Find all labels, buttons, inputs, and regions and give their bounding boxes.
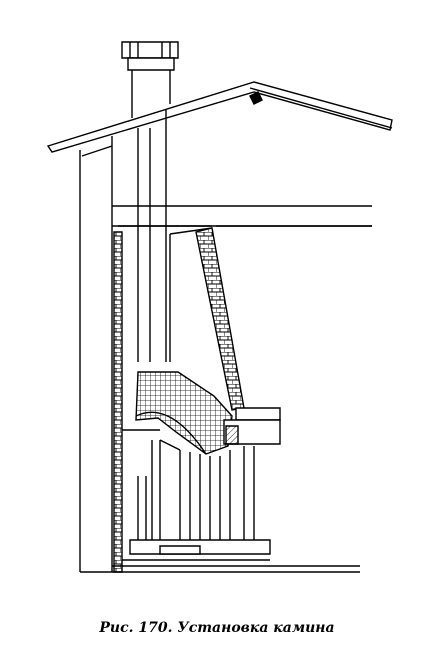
mantel-shelf — [224, 408, 280, 444]
smoke-chamber — [136, 372, 232, 454]
exterior-wall — [80, 136, 112, 572]
roof — [48, 82, 392, 152]
hearth-base — [122, 540, 270, 560]
ceiling-beam — [112, 206, 372, 226]
firebox — [122, 430, 254, 540]
hood-brickwork — [170, 228, 244, 410]
fireplace-installation-drawing — [0, 0, 434, 600]
back-brick-lining — [114, 232, 122, 572]
floor — [80, 566, 360, 572]
chimney-pipe — [132, 70, 170, 362]
chimney-cap — [122, 42, 178, 70]
figure-caption: Рис. 170. Установка камина — [99, 620, 335, 636]
